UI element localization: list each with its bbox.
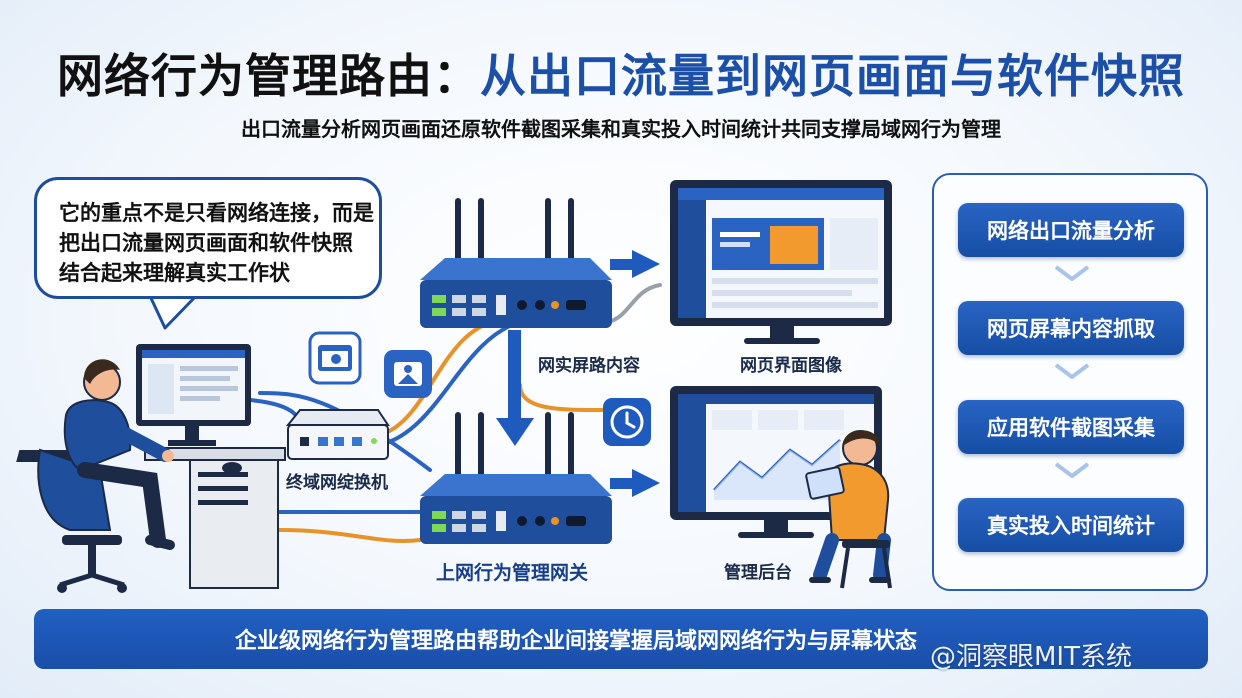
footer-banner: 企业级网络行为管理路由帮助企业间接掌握局域网网络行为与屏幕状态 bbox=[34, 609, 1208, 669]
step-screen-capture: 网页屏幕内容抓取 bbox=[958, 301, 1184, 355]
process-steps-panel: 网络出口流量分析 网页屏幕内容抓取 应用软件截图采集 真实投入时间统计 bbox=[932, 173, 1208, 591]
network-switch bbox=[285, 409, 390, 460]
speech-bubble-tail bbox=[148, 294, 198, 330]
webpage-monitor bbox=[670, 180, 892, 344]
screen-content-label: 网实屏路内容 bbox=[538, 356, 640, 376]
speech-bubble: 它的重点不是只看网络连接，而是 把出口流量网页画面和软件快照 结合起来理解真实工… bbox=[34, 177, 382, 299]
clock-icon bbox=[603, 398, 651, 446]
employee-workstation bbox=[16, 344, 286, 593]
bubble-line: 它的重点不是只看网络连接，而是 bbox=[59, 201, 374, 225]
arrow-to-webpage-monitor bbox=[610, 250, 660, 278]
title-main: 网络行为管理路由： bbox=[57, 49, 480, 103]
step-app-screenshot: 应用软件截图采集 bbox=[958, 400, 1184, 454]
footer-text: 企业级网络行为管理路由帮助企业间接掌握局域网网络行为与屏幕状态 bbox=[234, 629, 917, 654]
arrow-to-admin-monitor bbox=[610, 469, 660, 497]
webpage-image-label: 网页界面图像 bbox=[740, 356, 842, 376]
admin-label: 管理后台 bbox=[724, 563, 792, 583]
switch-label: 终域网绽换机 bbox=[286, 473, 388, 493]
router-top bbox=[420, 198, 612, 328]
chevron-down-icon bbox=[1054, 363, 1090, 379]
bubble-line: 结合起来理解真实工作状 bbox=[59, 261, 290, 285]
watermark: @洞察眼MIT系统 bbox=[930, 642, 1132, 672]
chevron-down-icon bbox=[1054, 462, 1090, 478]
page-title: 网络行为管理路由：从出口流量到网页画面与软件快照 bbox=[0, 40, 1242, 106]
downward-flow-arrow bbox=[496, 330, 534, 446]
step-traffic-analysis: 网络出口流量分析 bbox=[958, 203, 1184, 257]
title-accent: 从出口流量到网页画面与软件快照 bbox=[480, 49, 1185, 103]
webpage-capture-icon bbox=[308, 331, 362, 385]
user-upload-icon bbox=[384, 350, 432, 398]
router-gateway bbox=[420, 412, 612, 544]
gateway-label: 上网行为管理网关 bbox=[436, 562, 589, 584]
chevron-down-icon bbox=[1054, 265, 1090, 281]
step-time-statistics: 真实投入时间统计 bbox=[958, 498, 1184, 552]
page-subtitle: 出口流量分析网页画面还原软件截图采集和真实投入时间统计共同支撑局域网行为管理 bbox=[241, 117, 1001, 141]
admin-person bbox=[805, 430, 892, 589]
bubble-line: 把出口流量网页画面和软件快照 bbox=[59, 231, 353, 255]
